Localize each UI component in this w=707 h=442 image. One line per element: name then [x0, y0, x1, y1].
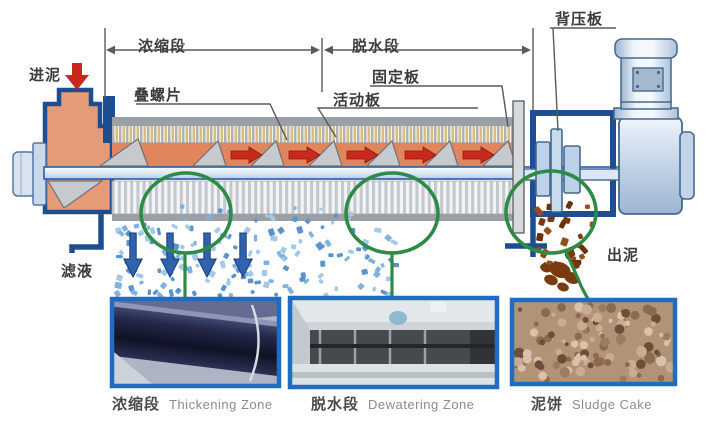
- label-thickening-section: 浓缩段: [138, 38, 187, 55]
- cake-zone-circle: [504, 169, 598, 255]
- gearbox: [618, 116, 695, 215]
- back-pressure-discs: [535, 128, 581, 213]
- label-stacked-screw-plate: 叠螺片: [134, 87, 183, 104]
- caption-zh: 脱水段: [311, 396, 360, 413]
- drive-motor: [613, 38, 679, 120]
- caption-en: Thickening Zone: [169, 397, 273, 412]
- caption-zh: 浓缩段: [112, 396, 161, 413]
- label-dewatering-section: 脱水段: [352, 38, 401, 55]
- label-back-pressure-plate: 背压板: [555, 11, 604, 28]
- label-filtrate: 滤液: [61, 263, 94, 280]
- photo-sludge-cake: [509, 297, 678, 387]
- drum-end-plate: [512, 100, 525, 234]
- caption-thickening-zone: 浓缩段 Thickening Zone: [112, 393, 273, 414]
- caption-en: Dewatering Zone: [368, 397, 475, 412]
- screen-basket: [111, 180, 515, 221]
- photo-border: [509, 297, 678, 387]
- photo-dewatering-zone: [287, 295, 500, 390]
- discharge-frame: [530, 110, 616, 217]
- motor-nameplate: [632, 67, 664, 92]
- label-inlet: 进泥: [29, 67, 62, 84]
- photo-border: [109, 296, 282, 389]
- label-moving-plate: 活动板: [333, 92, 382, 109]
- photo-thickening-zone: [109, 296, 282, 389]
- drum-top-rim: [112, 117, 518, 126]
- caption-dewatering-zone: 脱水段 Dewatering Zone: [311, 393, 475, 414]
- inlet-down-arrow-icon: [65, 63, 89, 90]
- zone-markers: [139, 169, 598, 302]
- dimension-arrowheads: [106, 45, 531, 55]
- label-fixed-plate: 固定板: [372, 69, 421, 86]
- stacked-ring-band: [112, 126, 514, 143]
- photo-border: [287, 295, 500, 390]
- screw-flights: [46, 138, 517, 209]
- left-bearing: [12, 142, 47, 206]
- dimension-lines: [104, 27, 616, 141]
- caption-zh: 泥饼: [531, 396, 564, 413]
- caption-sludge-cake: 泥饼 Sludge Cake: [531, 393, 652, 414]
- label-sludge-out: 出泥: [607, 247, 640, 264]
- filtrate-dots: [114, 204, 400, 301]
- caption-en: Sludge Cake: [572, 397, 652, 412]
